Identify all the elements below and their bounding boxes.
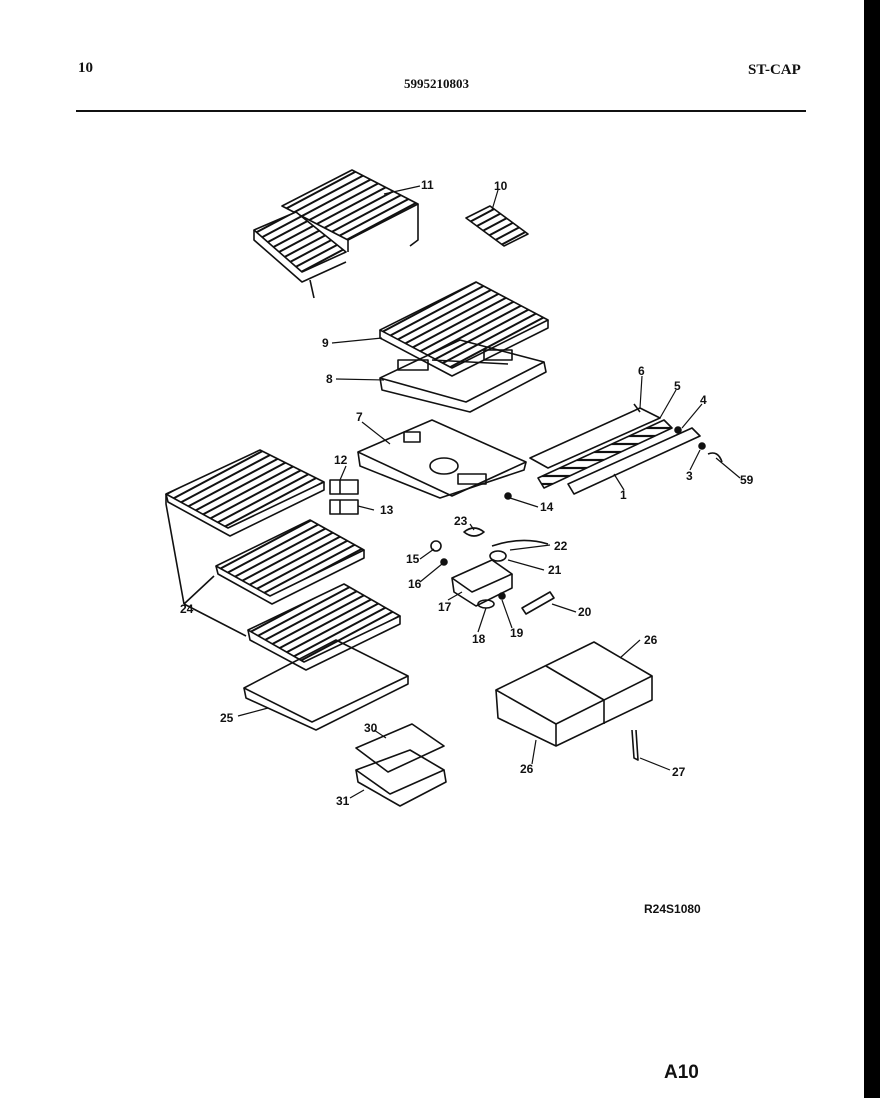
callout-20: 20 [578,605,592,619]
part-59-clip [707,452,723,463]
model-number: 5995210803 [404,76,469,91]
part-4-screw [674,426,682,434]
part-25-crisper-cover [243,639,409,731]
part-27-rod [631,729,639,761]
callout-17: 17 [438,600,452,614]
callout-18: 18 [472,632,486,646]
header-rule [76,110,806,112]
callout-12: 12 [334,453,348,467]
part-24-shelf-top [165,449,325,537]
part-30-keeper-cover [355,723,445,773]
part-14-screw [504,492,512,500]
part-3-screw [698,442,706,450]
part-22-wire [491,539,549,547]
part-16-screw [440,558,448,566]
callout-1: 1 [620,488,627,502]
scan-edge-bar [864,0,880,1098]
page-number: 10 [78,60,93,76]
part-24-shelf-bottom [247,583,401,671]
callout-23: 23 [454,514,468,528]
callout-26-lower: 26 [520,762,534,776]
part-17-dairy-housing [451,559,513,607]
series-label: ST-CAP [748,62,801,78]
callout-24: 24 [180,602,194,616]
callout-14: 14 [540,500,554,514]
part-21-damper [489,550,507,562]
callout-30: 30 [364,721,378,735]
reference-code: R24S1080 [644,902,701,916]
leader-lines [237,185,741,799]
callout-59: 59 [740,473,754,487]
callout-6: 6 [638,364,645,378]
callout-10: 10 [494,179,508,193]
callout-7: 7 [356,410,363,424]
callout-27: 27 [672,765,686,779]
part-13-bracket [329,499,359,515]
part-23-knob [463,527,485,537]
callout-4: 4 [700,393,707,407]
callout-9: 9 [322,336,329,350]
part-11-freezer-wire-shelf [253,169,419,299]
part-15-clip [430,540,442,552]
part-12-bracket [329,479,359,495]
part-1-trim [567,427,701,495]
part-31-keeper-pan [355,749,447,807]
part-7-divider-panel [357,419,527,499]
callout-25: 25 [220,711,234,725]
callout-16: 16 [408,577,422,591]
callout-13: 13 [380,503,394,517]
part-26-crisper-pans [495,641,653,747]
callout-22: 22 [554,539,568,553]
callout-3: 3 [686,469,693,483]
callout-11: 11 [421,178,434,192]
part-10-grille [465,205,529,247]
part-20-rod [521,591,555,615]
callout-26-upper: 26 [644,633,658,647]
callout-15: 15 [406,552,420,566]
page-code: A10 [664,1062,699,1083]
part-24-shelf-middle [215,519,365,605]
callout-31: 31 [336,794,350,808]
callout-19: 19 [510,626,524,640]
part-8-tray [379,339,547,413]
callout-21: 21 [548,563,562,577]
part-19-screw [498,592,506,600]
part-5-trim [537,419,673,489]
callout-8: 8 [326,372,333,386]
callout-5: 5 [674,379,681,393]
